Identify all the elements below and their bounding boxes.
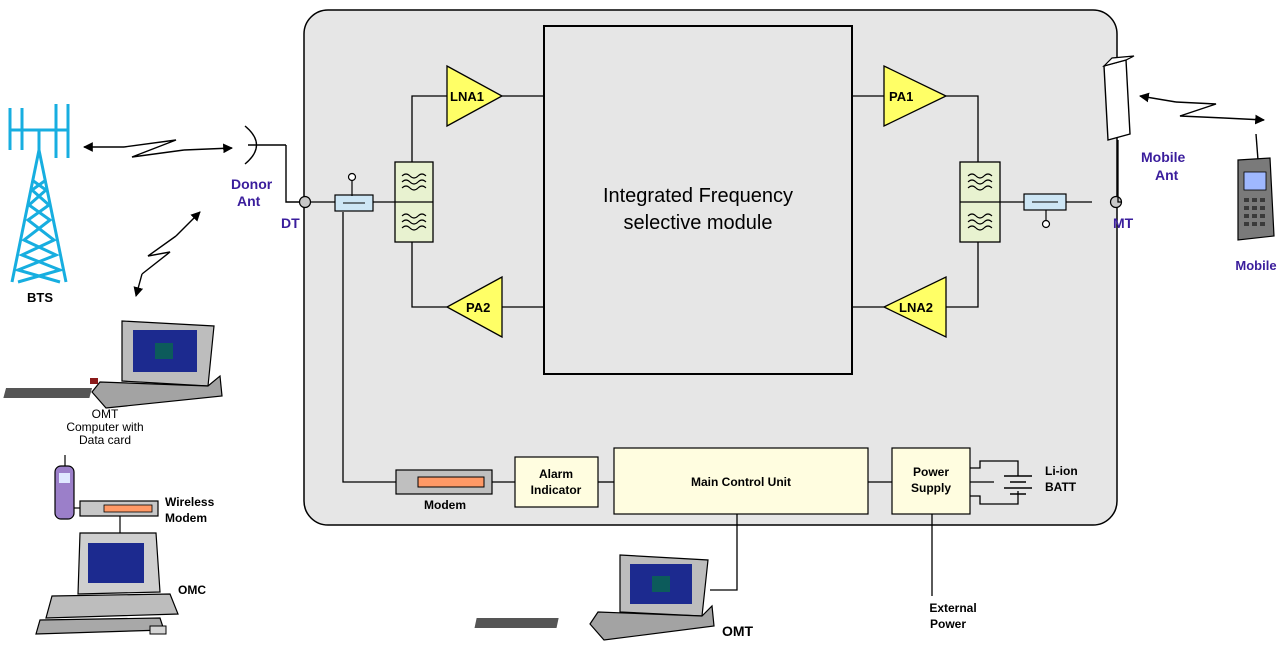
mobile-antenna-icon [1101, 55, 1135, 203]
alarm-indicator-box: Alarm Indicator [514, 456, 599, 508]
power-supply-box: Power Supply [891, 447, 971, 515]
alarm-label-2: Indicator [531, 483, 582, 497]
power-label-2: Supply [911, 481, 951, 495]
omt-laptop-label-3: Data card [79, 433, 131, 447]
bts-donor-link [83, 139, 233, 158]
pa1-label: PA1 [889, 89, 913, 104]
omt-bottom-label: OMT [722, 623, 754, 639]
bts-tower-icon [8, 104, 70, 284]
omt-laptop-icon [3, 320, 223, 409]
bts-label: BTS [27, 290, 53, 305]
amplifier-lna1: LNA1 [446, 64, 504, 128]
server-coupler [1023, 193, 1067, 229]
omc-label: OMC [178, 583, 206, 597]
antenna-mobile-link [1139, 92, 1265, 125]
mobile-ant-label-2: Ant [1155, 167, 1179, 183]
module-label-1: Integrated Frequency [603, 185, 793, 207]
laptop-donor-link [133, 211, 201, 297]
server-duplexer [959, 161, 1001, 243]
donor-ant-label-1: Donor [231, 176, 273, 192]
ext-power-label-1: External [929, 601, 976, 615]
external-wiring [710, 514, 933, 596]
amplifier-lna2: LNA2 [882, 275, 947, 339]
donor-duplexer [394, 161, 434, 243]
omt-laptop-bottom-icon [474, 554, 715, 641]
modem-box: Modem [395, 469, 493, 512]
omt-laptop-label-1: OMT [92, 407, 119, 421]
amplifier-pa2: PA2 [445, 275, 503, 339]
alarm-label-1: Alarm [539, 467, 573, 481]
lna1-label: LNA1 [450, 89, 484, 104]
battery-icon [1004, 475, 1032, 495]
dt-label: DT [281, 215, 300, 231]
wireless-modem-label-1: Wireless [165, 495, 215, 509]
donor-ant-label-2: Ant [237, 193, 261, 209]
mobile-ant-label-1: Mobile [1141, 149, 1186, 165]
omt-laptop-label-2: Computer with [66, 420, 143, 434]
pa2-label: PA2 [466, 300, 490, 315]
mobile-phone-icon [1237, 133, 1275, 241]
batt-label-2: BATT [1045, 480, 1077, 494]
dt-port [298, 195, 312, 209]
frequency-module: Integrated Frequency selective module [543, 25, 853, 375]
amplifier-pa1: PA1 [883, 64, 948, 128]
wireless-modem-icon [79, 500, 159, 517]
donor-antenna-icon [244, 125, 300, 203]
wireless-modem-label-2: Modem [165, 511, 207, 525]
module-label-2: selective module [624, 212, 773, 234]
batt-label-1: Li-ion [1045, 464, 1078, 478]
main-control-unit: Main Control Unit [613, 447, 869, 515]
mcu-label: Main Control Unit [691, 475, 791, 489]
ext-power-label-2: Power [930, 617, 966, 631]
omc-computer-icon [35, 532, 179, 635]
internal-wiring [311, 95, 1092, 505]
wireless-phone-icon [54, 455, 75, 520]
modem-label: Modem [424, 498, 466, 512]
donor-coupler [334, 172, 374, 212]
lna2-label: LNA2 [899, 300, 933, 315]
power-label-1: Power [913, 465, 949, 479]
mobile-label: Mobile [1235, 258, 1276, 273]
mt-label: MT [1113, 215, 1134, 231]
